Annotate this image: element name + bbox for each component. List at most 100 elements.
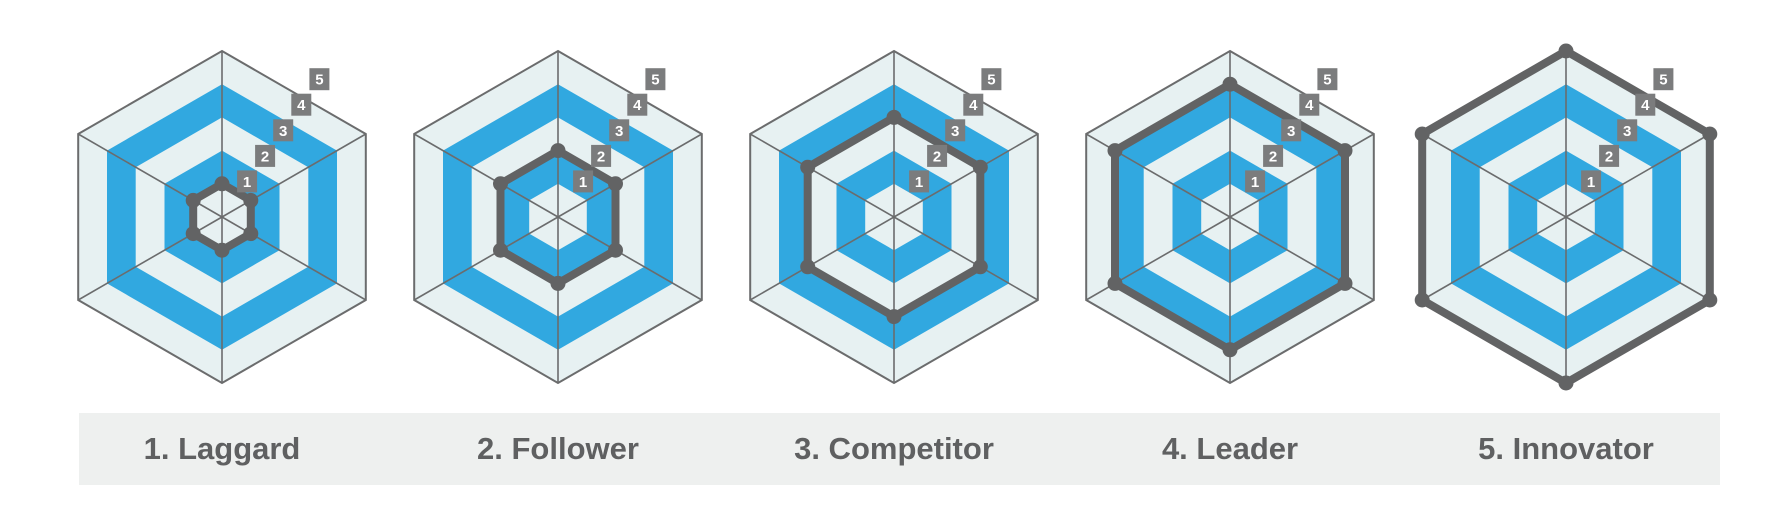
profile-point-2 <box>1337 143 1353 159</box>
profile-point-1 <box>214 176 230 192</box>
scale-tick-box-4 <box>963 93 984 116</box>
scale-tick-label-1: 1 <box>915 174 923 191</box>
profile-point-1 <box>886 109 902 125</box>
axis-spoke-2 <box>557 133 703 218</box>
profile-point-6 <box>800 159 816 175</box>
scale-tick-box-1 <box>909 170 930 193</box>
scale-tick-box-2 <box>1599 144 1620 167</box>
scale-tick-label-2: 2 <box>261 148 269 165</box>
scale-tick-label-3: 3 <box>951 123 959 140</box>
axis-spoke-3 <box>893 216 1039 301</box>
axis-spoke-5 <box>749 216 895 301</box>
profile-point-4 <box>1222 342 1238 358</box>
profile-point-4 <box>214 242 230 258</box>
scale-tick-label-1: 1 <box>1251 174 1259 191</box>
axis-spoke-3 <box>557 216 703 301</box>
profile-point-4 <box>886 309 902 325</box>
scale-tick-box-5 <box>981 68 1002 91</box>
profile-point-5 <box>1107 275 1123 291</box>
profile-point-3 <box>243 226 259 242</box>
profile-point-3 <box>608 242 623 258</box>
profile-point-6 <box>1107 143 1123 159</box>
scale-tick-box-2 <box>927 144 948 167</box>
scale-tick-box-5 <box>1317 68 1338 91</box>
scale-tick-label-4: 4 <box>1305 97 1314 114</box>
profile-point-6 <box>185 192 201 208</box>
scale-tick-box-4 <box>291 93 312 116</box>
profile-point-2 <box>1702 126 1718 142</box>
scale-tick-label-4: 4 <box>1641 97 1650 114</box>
scale-tick-box-2 <box>255 144 276 167</box>
scale-tick-box-3 <box>1281 119 1302 142</box>
stage-label-4: 4. Leader <box>1161 431 1299 466</box>
profile-point-1 <box>1558 43 1574 59</box>
stage-label-3: 3. Competitor <box>794 431 994 466</box>
axis-spoke-3 <box>1565 216 1711 301</box>
scale-tick-box-3 <box>273 119 294 142</box>
scale-tick-box-4 <box>1299 93 1320 116</box>
scale-tick-box-1 <box>1245 170 1266 193</box>
scale-tick-label-2: 2 <box>597 148 605 165</box>
scale-tick-label-5: 5 <box>315 72 323 89</box>
stage-label-1: 1. Laggard <box>143 431 301 466</box>
profile-point-1 <box>1222 76 1238 92</box>
scale-tick-label-3: 3 <box>1287 123 1295 140</box>
scale-tick-box-3 <box>609 119 630 142</box>
stage-label-5: 5. Innovator <box>1478 431 1654 466</box>
scale-tick-label-4: 4 <box>297 97 306 114</box>
axis-spoke-6 <box>1421 133 1567 218</box>
scale-tick-label-2: 2 <box>933 148 941 165</box>
axis-spoke-6 <box>413 133 559 218</box>
profile-point-1 <box>550 143 566 159</box>
scale-tick-box-3 <box>1617 119 1638 142</box>
stage-label-2: 2. Follower <box>477 431 639 466</box>
scale-tick-box-1 <box>573 170 594 193</box>
stage-label-bar <box>79 413 1720 485</box>
scale-tick-box-4 <box>1635 93 1656 116</box>
profile-point-4 <box>1558 375 1574 391</box>
profile-point-2 <box>608 176 623 192</box>
profile-point-6 <box>1414 126 1430 142</box>
scale-tick-label-1: 1 <box>243 174 251 191</box>
scale-tick-label-3: 3 <box>1623 123 1631 140</box>
axis-spoke-2 <box>1565 133 1711 218</box>
scale-tick-label-5: 5 <box>1323 72 1331 89</box>
scale-tick-label-5: 5 <box>1659 72 1667 89</box>
scale-tick-box-5 <box>309 68 330 91</box>
scale-tick-box-4 <box>627 93 648 116</box>
scale-tick-box-3 <box>945 119 966 142</box>
profile-point-5 <box>1414 292 1430 308</box>
scale-tick-box-5 <box>1653 68 1674 91</box>
scale-tick-label-4: 4 <box>969 97 978 114</box>
axis-spoke-5 <box>413 216 559 301</box>
profile-point-5 <box>800 259 816 275</box>
scale-tick-box-5 <box>645 68 666 91</box>
scale-tick-label-5: 5 <box>987 72 995 89</box>
profile-point-5 <box>493 242 508 258</box>
scale-tick-label-3: 3 <box>615 123 623 140</box>
scale-tick-box-2 <box>591 144 612 167</box>
axis-spoke-6 <box>749 133 895 218</box>
scale-tick-label-4: 4 <box>633 97 642 114</box>
profile-point-5 <box>185 226 201 242</box>
axis-spoke-2 <box>893 133 1039 218</box>
profile-point-2 <box>243 192 259 208</box>
profile-point-3 <box>972 259 988 275</box>
axis-spoke-5 <box>1421 216 1567 301</box>
scale-tick-label-1: 1 <box>579 174 587 191</box>
scale-tick-label-2: 2 <box>1269 148 1277 165</box>
scale-tick-box-2 <box>1263 144 1284 167</box>
profile-point-3 <box>1702 292 1718 308</box>
profile-point-3 <box>1337 275 1353 291</box>
scale-tick-box-1 <box>237 170 258 193</box>
scale-tick-label-1: 1 <box>1587 174 1595 191</box>
scale-tick-label-3: 3 <box>279 123 287 140</box>
scale-tick-label-2: 2 <box>1605 148 1613 165</box>
scale-tick-label-5: 5 <box>651 72 659 89</box>
